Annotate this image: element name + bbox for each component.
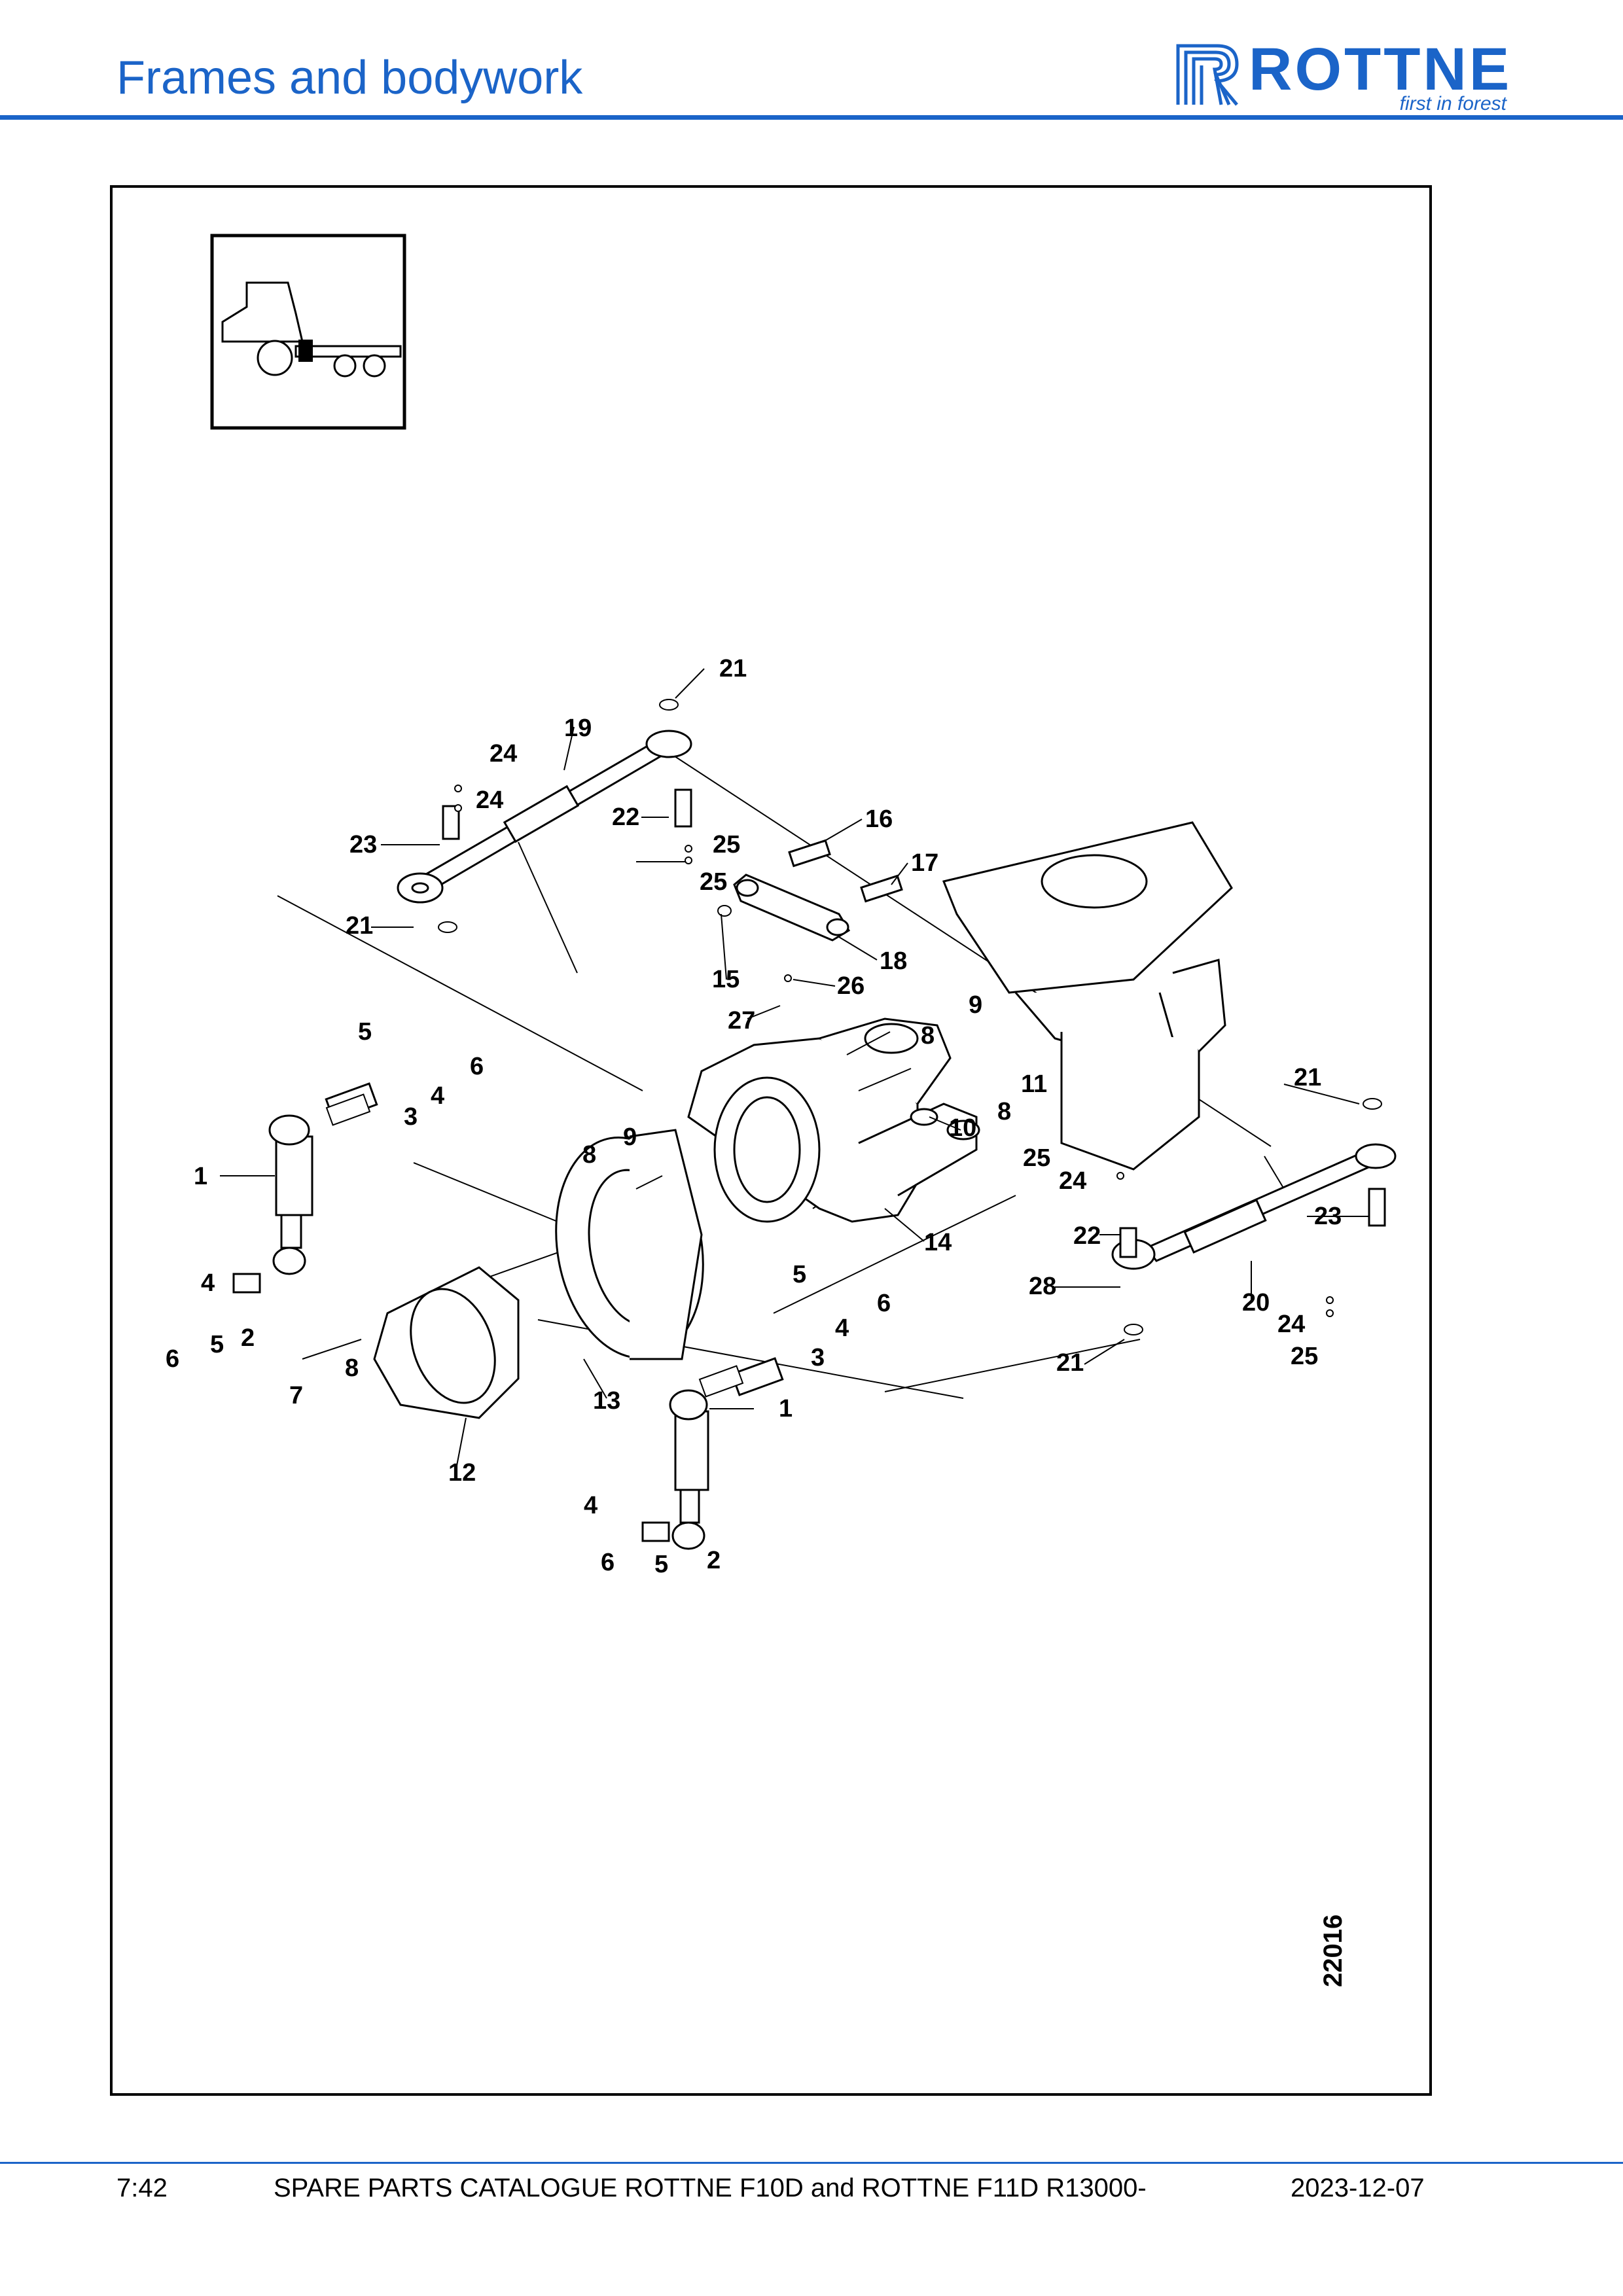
callout-12: 12 <box>448 1459 476 1487</box>
upper-link-rod-19 <box>397 730 692 904</box>
callout-7: 7 <box>289 1382 303 1409</box>
callout-16: 16 <box>865 805 893 833</box>
callout-3-right: 3 <box>811 1344 825 1371</box>
callout-6-d: 6 <box>601 1549 615 1576</box>
catalogue-title: SPARE PARTS CATALOGUE ROTTNE F10D and RO… <box>274 2174 1147 2202</box>
logo-tagline: first in forest <box>1399 93 1507 115</box>
callout-5-b: 5 <box>210 1331 224 1358</box>
callout-6-a: 6 <box>470 1053 484 1080</box>
callout-2-left: 2 <box>241 1324 255 1352</box>
bearing-ring-13 <box>555 1129 704 1360</box>
callout-1-right: 1 <box>779 1395 793 1422</box>
callout-20: 20 <box>1242 1289 1270 1316</box>
footer-divider <box>0 2162 1623 2164</box>
page-number: 7:42 <box>116 2174 168 2202</box>
drawing-number: 22016 <box>1319 1915 1347 1987</box>
callout-leaders <box>220 668 1369 1470</box>
callout-25-a: 25 <box>713 831 740 858</box>
callout-8-c: 8 <box>345 1354 359 1382</box>
callout-22-a: 22 <box>612 804 639 831</box>
callout-4-c: 4 <box>835 1315 849 1342</box>
callout-5-d: 5 <box>654 1551 668 1578</box>
vehicle-locator-icon <box>210 234 406 430</box>
callout-14: 14 <box>924 1229 952 1256</box>
callout-25-d: 25 <box>1291 1343 1318 1370</box>
drawing-frame: 1 1 2 2 3 3 4 4 4 4 5 5 5 5 6 6 6 6 7 8 … <box>110 185 1432 2096</box>
center-housing-14 <box>687 1017 980 1223</box>
callout-8-d: 8 <box>997 1098 1011 1125</box>
callout-6-c: 6 <box>877 1290 891 1317</box>
callout-10: 10 <box>949 1114 976 1142</box>
exploded-view-diagram: 1 1 2 2 3 3 4 4 4 4 5 5 5 5 6 6 6 6 7 8 … <box>166 234 1397 1987</box>
callout-19: 19 <box>564 715 592 742</box>
callout-3-left: 3 <box>404 1103 418 1131</box>
callout-21-a: 21 <box>719 655 747 682</box>
callout-21-d: 21 <box>1056 1349 1084 1377</box>
callout-23-a: 23 <box>349 831 377 858</box>
callout-25-b: 25 <box>700 868 727 896</box>
callout-26: 26 <box>837 972 865 1000</box>
callout-13: 13 <box>593 1387 620 1415</box>
rottne-r-mark-icon <box>1176 44 1239 106</box>
callout-labels: 1 1 2 2 3 3 4 4 4 4 5 5 5 5 6 6 6 6 7 8 … <box>166 655 1342 1578</box>
callout-25-c: 25 <box>1023 1144 1050 1172</box>
callout-24-b: 24 <box>476 786 503 814</box>
small-fasteners <box>302 699 1382 1398</box>
page-title: Frames and bodywork <box>116 52 583 104</box>
callout-18: 18 <box>880 947 907 975</box>
callout-24-d: 24 <box>1277 1311 1305 1338</box>
callout-1-left: 1 <box>194 1163 207 1190</box>
callout-22-b: 22 <box>1073 1222 1101 1250</box>
callout-4-d: 4 <box>584 1492 597 1519</box>
link-18 <box>733 874 851 942</box>
callout-2-right: 2 <box>707 1547 721 1574</box>
rottne-logo: ROTTNE first in forest <box>1171 36 1512 115</box>
frame-plate-assembly <box>942 821 1233 1171</box>
flange-12 <box>373 1266 520 1419</box>
callout-4-b: 4 <box>201 1269 215 1297</box>
lower-link-rod-20 <box>1111 1143 1397 1270</box>
pins-16-17 <box>788 839 903 903</box>
header-divider <box>0 115 1623 120</box>
callout-24-c: 24 <box>1059 1167 1086 1195</box>
logo-wordmark: ROTTNE <box>1249 36 1512 103</box>
cylinder-1-right <box>641 1357 784 1550</box>
callout-8-a: 8 <box>921 1022 935 1050</box>
callout-17: 17 <box>911 849 938 877</box>
callout-21-b: 21 <box>346 912 373 940</box>
callout-28: 28 <box>1029 1273 1056 1300</box>
callout-5-a: 5 <box>358 1018 372 1046</box>
callout-11: 11 <box>1021 1070 1047 1098</box>
callout-9-b: 9 <box>623 1123 637 1151</box>
callout-21-c: 21 <box>1294 1064 1321 1091</box>
callout-6-b: 6 <box>166 1345 179 1373</box>
callout-4-a: 4 <box>431 1082 444 1110</box>
callout-9-a: 9 <box>969 991 982 1019</box>
callout-27: 27 <box>728 1007 755 1034</box>
callout-5-c: 5 <box>793 1261 806 1288</box>
catalogue-date: 2023-12-07 <box>1291 2174 1425 2202</box>
callout-24-a: 24 <box>490 740 517 768</box>
callout-8-b: 8 <box>582 1141 596 1169</box>
